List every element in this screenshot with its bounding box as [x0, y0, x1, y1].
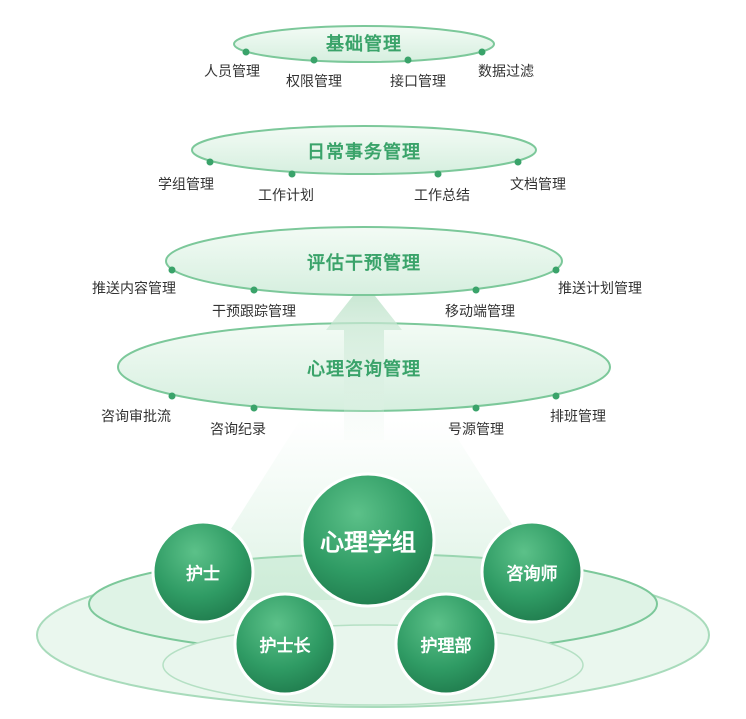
layer-item: 排班管理: [550, 409, 606, 425]
ring-dots: [168, 48, 560, 412]
node-label-nursing-dept: 护理部: [420, 636, 472, 657]
ring-daily: [191, 125, 537, 175]
layer-item: 咨询审批流: [101, 409, 171, 425]
layer-title-basic: 基础管理: [326, 34, 402, 55]
node-ball-head-nurse: [233, 592, 337, 696]
layer-title-assessment: 评估干预管理: [307, 253, 421, 274]
layer-item: 推送内容管理: [92, 281, 176, 297]
node-label-nurse: 护士: [186, 564, 220, 585]
node-ball-counselor: [480, 520, 584, 624]
ring-assessment: [165, 226, 563, 296]
node-ball-psych-group: [300, 472, 436, 608]
layer-item: 学组管理: [158, 177, 214, 193]
node-ball-nursing-dept: [394, 592, 498, 696]
layer-item: 工作总结: [414, 188, 470, 204]
layer-item: 推送计划管理: [558, 281, 642, 297]
layer-title-consult: 心理咨询管理: [307, 359, 421, 380]
node-label-head-nurse: 护士长: [259, 636, 311, 657]
node-label-psych-group: 心理学组: [320, 528, 416, 557]
base-disc-inner: [162, 624, 584, 706]
layer-item: 号源管理: [448, 422, 504, 438]
up-arrow: [326, 282, 402, 440]
layer-item: 数据过滤: [478, 64, 534, 80]
layer-item: 权限管理: [286, 74, 342, 90]
layer-title-daily: 日常事务管理: [307, 142, 421, 163]
layer-item: 工作计划: [258, 188, 314, 204]
layer-item: 接口管理: [390, 74, 446, 90]
layer-item: 干预跟踪管理: [212, 304, 296, 320]
node-label-counselor: 咨询师: [506, 564, 558, 585]
layer-item: 人员管理: [204, 64, 260, 80]
node-ball-nurse: [151, 520, 255, 624]
layer-item: 文档管理: [510, 177, 566, 193]
ring-basic: [233, 25, 495, 63]
layer-item: 移动端管理: [445, 304, 515, 320]
layer-item: 咨询纪录: [210, 422, 266, 438]
gold-accent-lines: [71, 452, 657, 645]
